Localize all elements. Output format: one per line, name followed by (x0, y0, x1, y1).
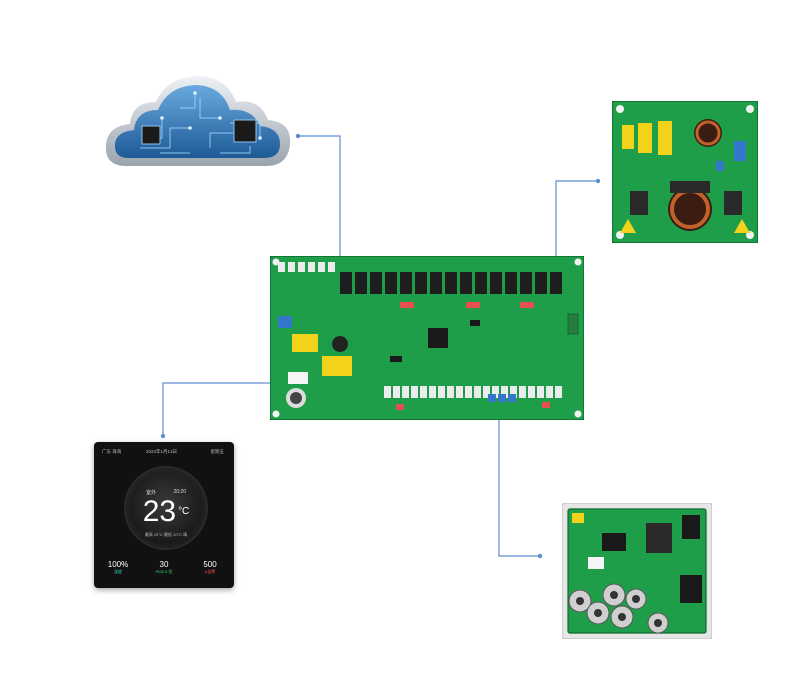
relay (370, 272, 382, 294)
terminal-connector (546, 386, 553, 398)
terminal-connector (298, 262, 305, 272)
relay (505, 272, 517, 294)
relay (535, 272, 547, 294)
relay (415, 272, 427, 294)
relay (400, 272, 412, 294)
relay (445, 272, 457, 294)
stat-humidity: 100% 湿度 (107, 560, 129, 574)
relay (550, 272, 562, 294)
line-cloud-to-main (298, 135, 341, 258)
date-label: 2023年1月13日 (146, 449, 178, 454)
location-label: 广东 珠海 (102, 449, 122, 454)
main-controller-pcb-icon (270, 256, 584, 420)
relay (490, 272, 502, 294)
terminal-connector (483, 386, 490, 398)
relay (340, 272, 352, 294)
terminal-connector (456, 386, 463, 398)
terminal-connector (328, 262, 335, 272)
line-filter-to-main (555, 180, 598, 256)
dot-driver (537, 553, 543, 559)
dot-cloud (295, 133, 301, 139)
relay (475, 272, 487, 294)
terminal-connector (402, 386, 409, 398)
thermostat-screen: 广东 珠海 2023年1月13日 星期五 室外 20:20 23°C 最高 25… (94, 442, 234, 588)
terminal-connector (429, 386, 436, 398)
inverter-driver-pcb-icon (562, 503, 712, 639)
terminal-connector (393, 386, 400, 398)
terminal-connector (278, 262, 285, 272)
temperature-range: 最高 25°C 最低 20°C 晴 (144, 532, 188, 537)
dot-thermostat (160, 433, 166, 439)
relay (385, 272, 397, 294)
terminal-connector (411, 386, 418, 398)
terminal-connector (308, 262, 315, 272)
terminal-connector (492, 386, 499, 398)
stats-row: 100% 湿度 30 PM2.5 优 500 A告警 (94, 560, 234, 584)
time-label: 20:20 (173, 489, 186, 495)
relay (460, 272, 472, 294)
relay (355, 272, 367, 294)
terminal-connector (420, 386, 427, 398)
terminal-connector (528, 386, 535, 398)
terminal-connector (537, 386, 544, 398)
temperature-value: 23°C (142, 495, 190, 528)
filter-pcb-icon (612, 101, 758, 243)
terminal-connector (555, 386, 562, 398)
temperature-dial: 室外 20:20 23°C 最高 25°C 最低 20°C 晴 (124, 466, 208, 550)
terminal-connector (474, 386, 481, 398)
cloud-circuit-icon (105, 76, 291, 166)
terminal-connector (438, 386, 445, 398)
terminal-connector (510, 386, 517, 398)
relay (430, 272, 442, 294)
line-main-to-driver (498, 416, 540, 557)
weekday-label: 星期五 (210, 449, 225, 454)
dot-filter (595, 178, 601, 184)
terminal-connector (318, 262, 325, 272)
terminal-connector (447, 386, 454, 398)
line-main-to-thermostat (162, 382, 272, 436)
temperature-unit: °C (178, 506, 190, 517)
terminal-connector (501, 386, 508, 398)
terminal-connector (288, 262, 295, 272)
relay (520, 272, 532, 294)
stat-alarm: 500 A告警 (203, 560, 217, 574)
terminal-connector (384, 386, 391, 398)
mode-label: 室外 (146, 490, 157, 496)
terminal-connector (519, 386, 526, 398)
stat-pm25: 30 PM2.5 优 (155, 560, 173, 574)
terminal-connector (465, 386, 472, 398)
